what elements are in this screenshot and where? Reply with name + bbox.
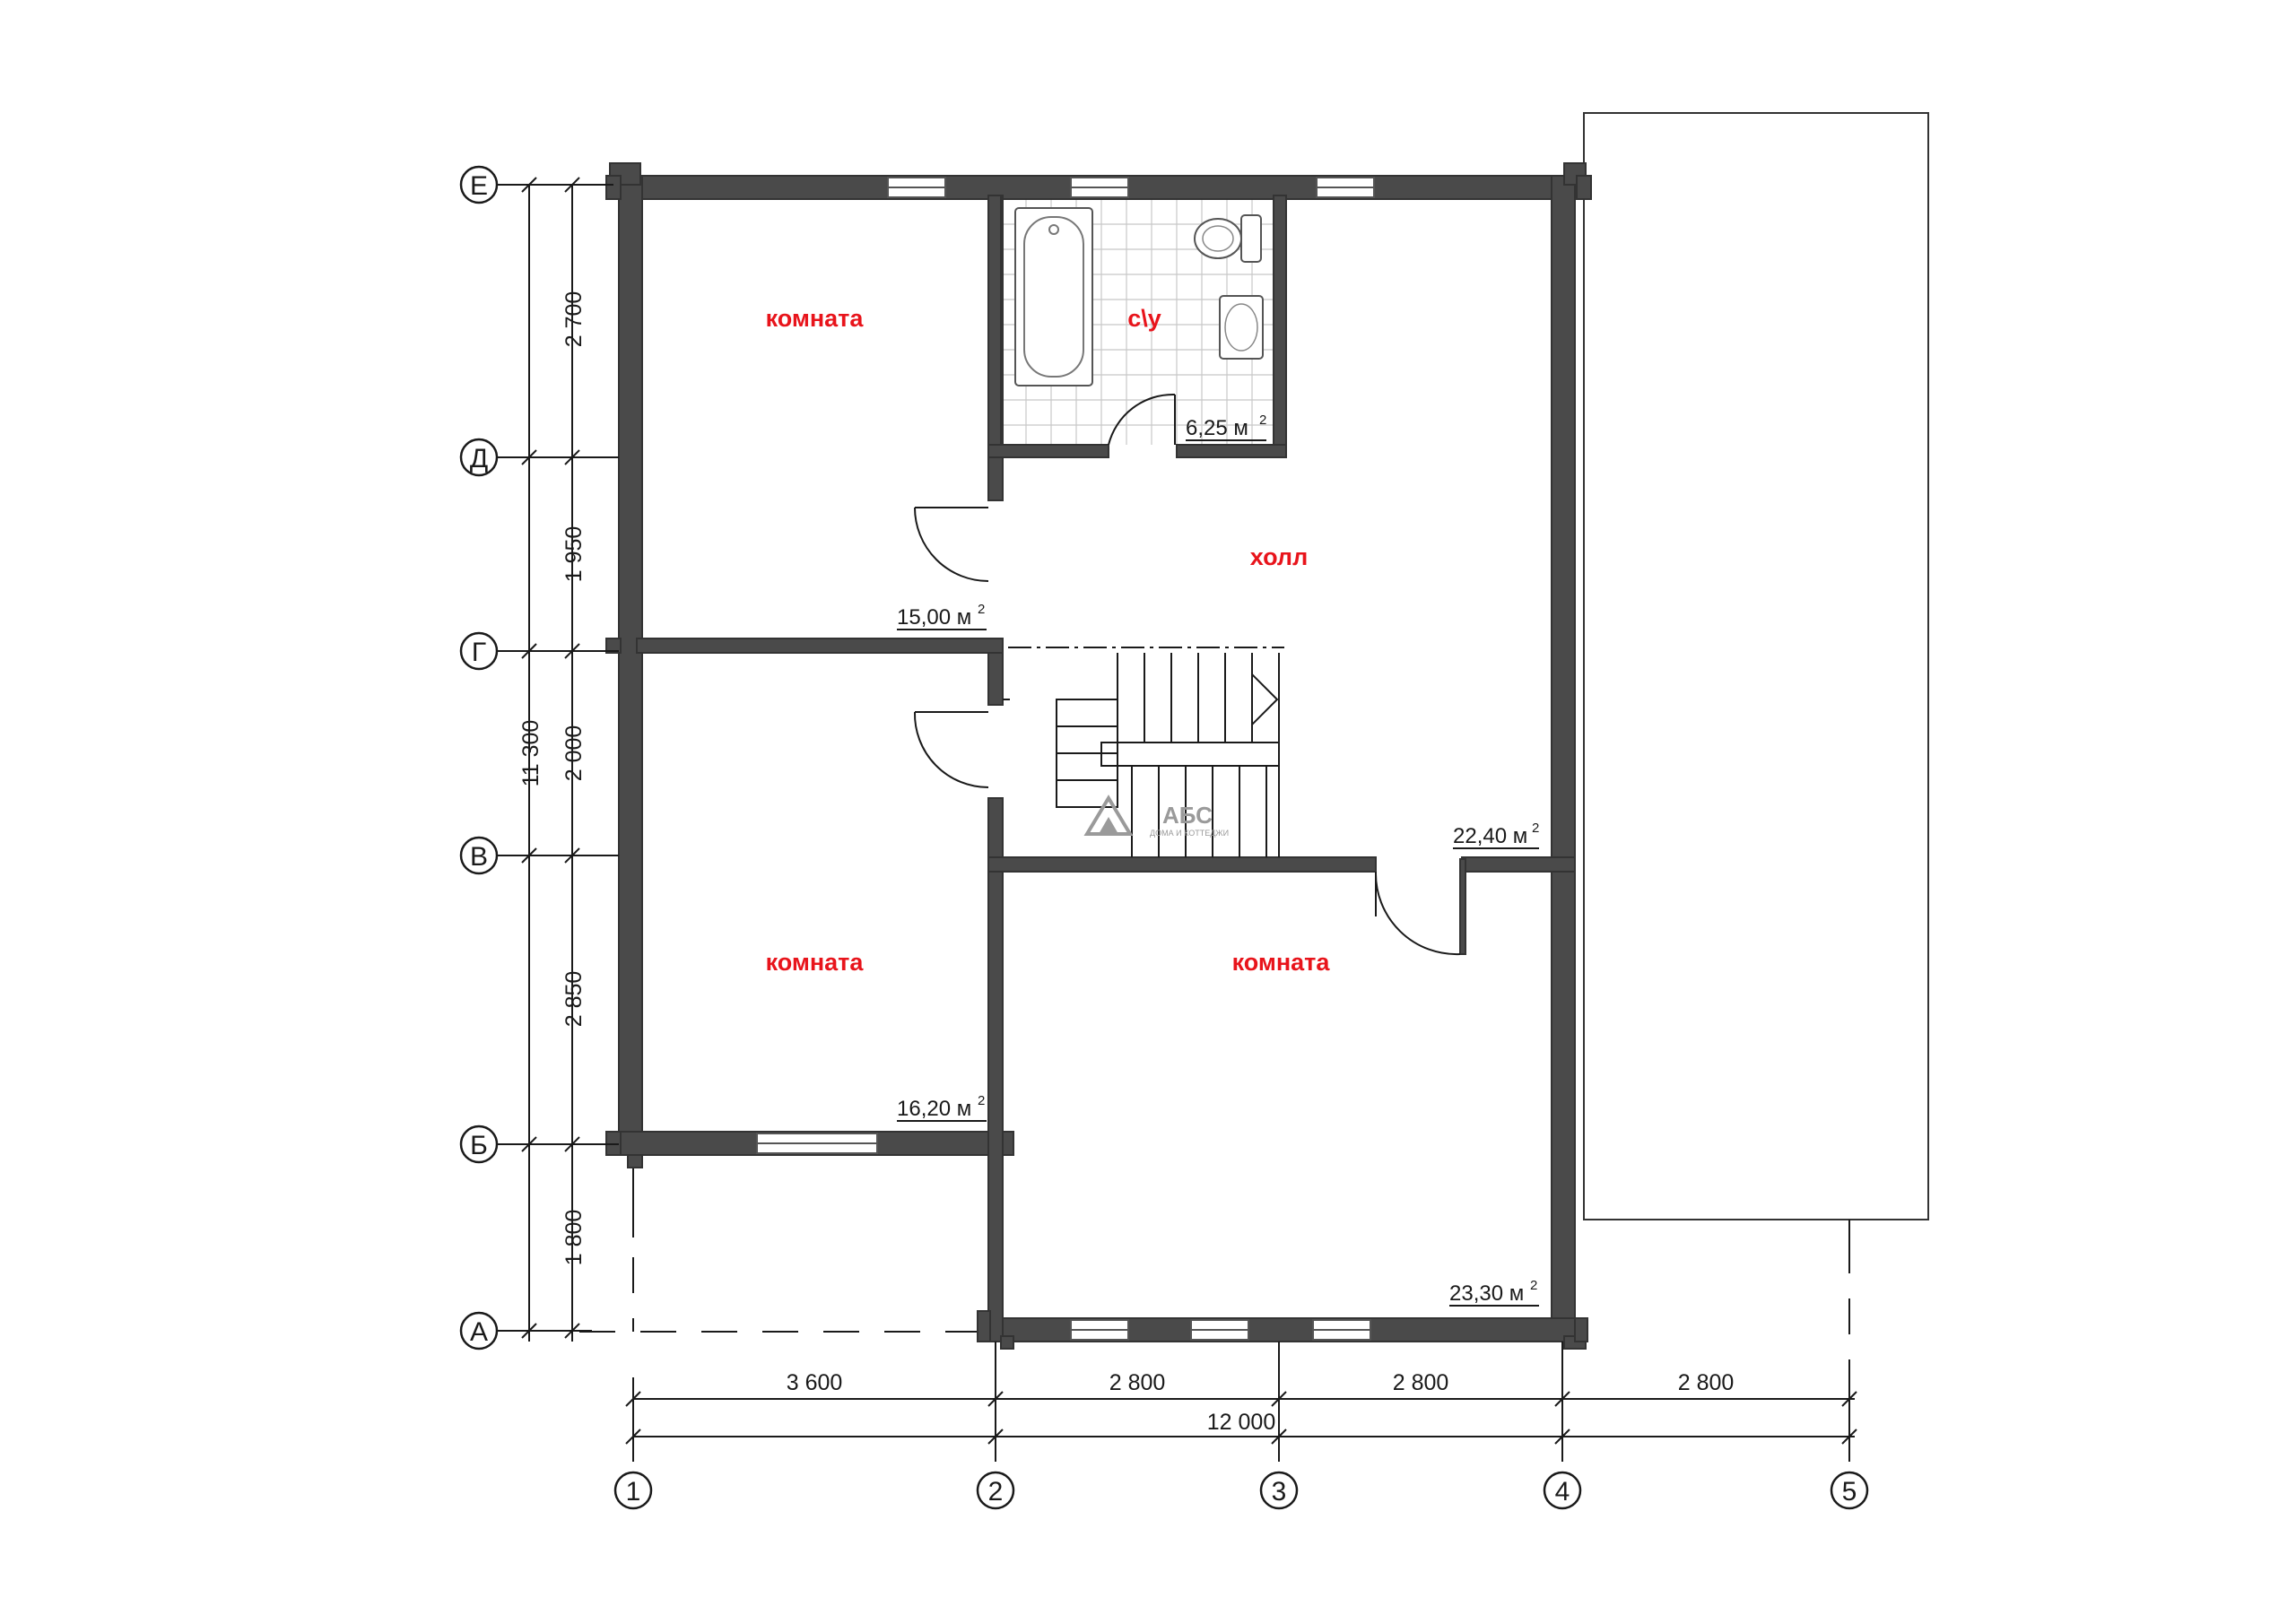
bathtub-icon xyxy=(1014,207,1093,386)
axis-marker: 5 xyxy=(1830,1471,1869,1510)
axis-marker: 2 xyxy=(976,1471,1015,1510)
svg-text:22,40 м: 22,40 м xyxy=(1453,824,1527,848)
room-label: с\у xyxy=(1127,305,1161,332)
axis-marker: Г xyxy=(459,631,499,671)
doors xyxy=(913,393,1461,956)
axis-marker: 1 xyxy=(613,1471,653,1510)
area-label: 6,25 м 2 xyxy=(1186,413,1266,441)
column-axis-markers: 1 2 3 4 5 xyxy=(613,1471,1869,1510)
room-label: комната xyxy=(1232,949,1331,976)
svg-text:Е: Е xyxy=(470,171,488,201)
horizontal-dimensions: 3 600 2 800 2 800 2 800 12 000 xyxy=(625,1342,1857,1462)
dimension-text: 2 800 xyxy=(1393,1370,1449,1395)
dimension-text: 3 600 xyxy=(787,1370,843,1395)
logo-tagline: ДОМА И КОТТЕДЖИ xyxy=(1150,829,1229,838)
dimension-text: 1 800 xyxy=(561,1210,587,1266)
axis-marker: 4 xyxy=(1543,1471,1582,1510)
room-label: комната xyxy=(766,949,865,976)
axis-marker: А xyxy=(459,1311,499,1350)
svg-text:2: 2 xyxy=(1259,413,1266,428)
dashed-outline xyxy=(579,1168,1850,1381)
dimension-text: 1 950 xyxy=(561,526,587,583)
svg-text:15,00 м: 15,00 м xyxy=(897,605,971,630)
area-label: 15,00 м 2 xyxy=(897,602,987,630)
svg-text:4: 4 xyxy=(1555,1477,1570,1507)
room-label: холл xyxy=(1250,543,1308,570)
area-label: 16,20 м 2 xyxy=(897,1093,987,1122)
svg-text:2: 2 xyxy=(1532,821,1539,836)
abs-logo: АБС ДОМА И КОТТЕДЖИ xyxy=(1083,795,1229,838)
svg-text:2: 2 xyxy=(978,602,985,617)
sink-icon xyxy=(1219,295,1264,360)
dimension-text: 2 700 xyxy=(561,291,587,348)
svg-text:6,25 м: 6,25 м xyxy=(1186,416,1248,440)
vertical-dimensions: 2 700 1 950 2 000 2 850 1 800 11 300 xyxy=(495,177,619,1342)
svg-text:5: 5 xyxy=(1842,1477,1857,1507)
walls xyxy=(605,162,1592,1350)
dimension-text: 2 800 xyxy=(1109,1370,1166,1395)
svg-text:1: 1 xyxy=(626,1477,641,1507)
svg-text:В: В xyxy=(470,842,488,872)
dimension-total: 11 300 xyxy=(518,720,544,787)
room-areas: 15,00 м 2 6,25 м 2 22,40 м 2 16,20 м 2 2… xyxy=(897,413,1539,1307)
svg-text:Г: Г xyxy=(472,638,486,667)
svg-text:3: 3 xyxy=(1272,1477,1287,1507)
svg-text:2: 2 xyxy=(1530,1278,1537,1293)
axis-marker: Б xyxy=(459,1125,499,1164)
dimension-text: 2 850 xyxy=(561,971,587,1028)
area-label: 22,40 м 2 xyxy=(1453,821,1539,849)
svg-text:16,20 м: 16,20 м xyxy=(897,1097,971,1121)
area-label: 23,30 м 2 xyxy=(1449,1278,1539,1307)
axis-marker: В xyxy=(459,836,499,875)
svg-text:Д: Д xyxy=(470,444,488,473)
dimension-text: 2 800 xyxy=(1678,1370,1735,1395)
axis-marker: Д xyxy=(459,438,499,477)
axis-marker: 3 xyxy=(1259,1471,1299,1510)
room-label: комната xyxy=(766,305,865,332)
room-labels: комната с\у холл комната комната xyxy=(766,305,1331,976)
svg-text:Б: Б xyxy=(470,1131,488,1160)
svg-text:2: 2 xyxy=(988,1477,1004,1507)
svg-text:2: 2 xyxy=(978,1093,985,1108)
svg-text:23,30 м: 23,30 м xyxy=(1449,1281,1524,1306)
toilet-icon xyxy=(1194,214,1262,263)
logo-name: АБС xyxy=(1162,802,1213,829)
axis-marker: Е xyxy=(459,165,499,204)
staircase xyxy=(1003,647,1284,857)
windows xyxy=(756,177,1375,1341)
svg-text:А: А xyxy=(470,1317,488,1347)
row-axis-markers: Е Д Г В Б А xyxy=(459,165,499,1350)
dimension-text: 2 000 xyxy=(561,725,587,782)
dimension-total: 12 000 xyxy=(1207,1410,1275,1435)
terrace-outline xyxy=(1583,112,1929,1220)
